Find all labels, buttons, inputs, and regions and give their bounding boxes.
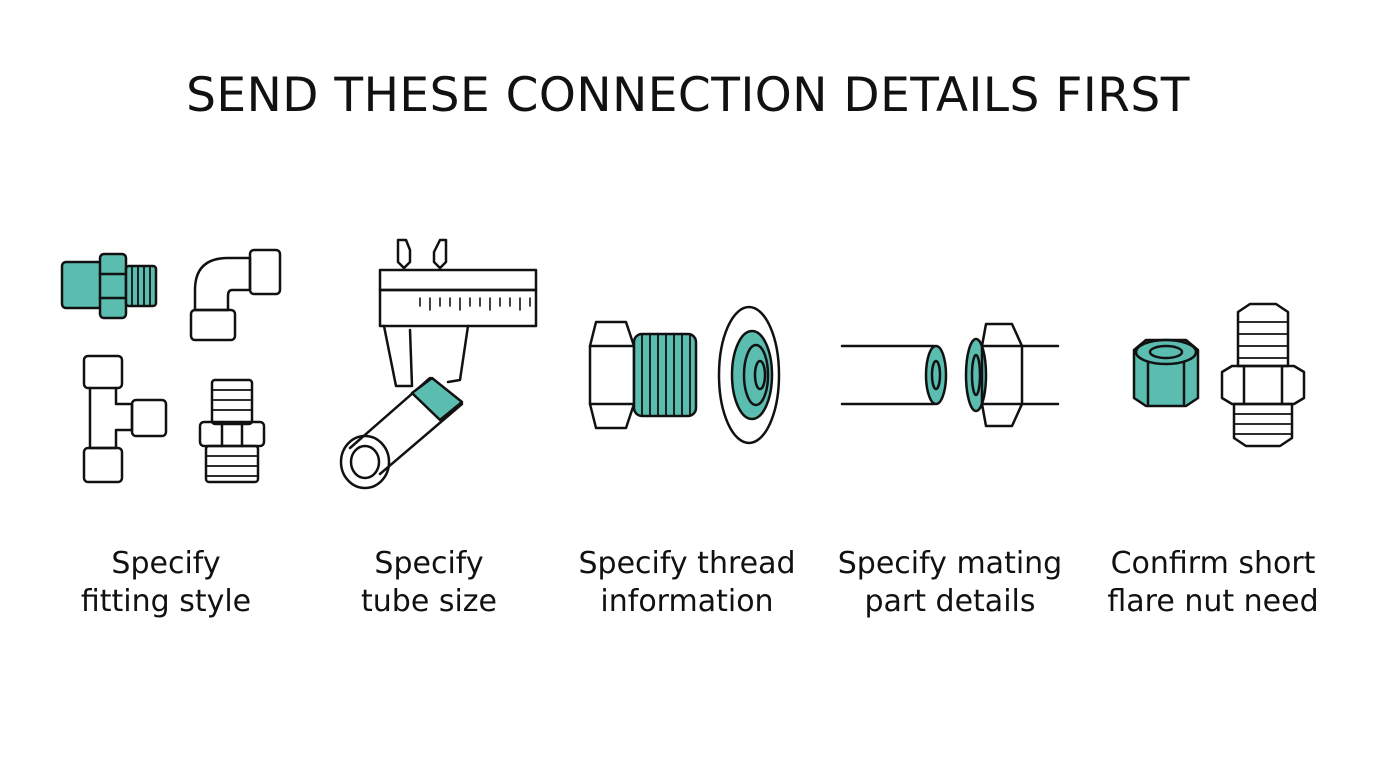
step-4-line-2: part details — [864, 584, 1036, 619]
mating-parts-icon — [840, 322, 1060, 428]
step-2-caption: Specify tube size — [294, 545, 564, 621]
step-1-caption: Specify fitting style — [31, 545, 301, 621]
step-2-line-1: Specify — [374, 546, 484, 581]
fitting-styles-icon — [60, 248, 282, 484]
step-5-caption: Confirm short flare nut need — [1078, 545, 1348, 621]
step-5-line-2: flare nut need — [1107, 584, 1319, 619]
page-title: SEND THESE CONNECTION DETAILS FIRST — [186, 68, 1190, 123]
threaded-fitting-icon — [588, 305, 781, 445]
step-5-line-1: Confirm short — [1110, 546, 1316, 581]
step-4-line-1: Specify mating — [837, 546, 1063, 581]
step-1-line-2: fitting style — [80, 584, 252, 619]
step-3-line-2: information — [600, 584, 774, 619]
caliper-tube-icon — [339, 238, 538, 490]
step-3-caption: Specify thread information — [552, 545, 822, 621]
step-4-caption: Specify mating part details — [815, 545, 1085, 621]
step-2-line-2: tube size — [361, 584, 497, 619]
step-1-line-1: Specify — [111, 546, 221, 581]
step-3-line-1: Specify thread — [578, 546, 796, 581]
flare-nut-icon — [1132, 302, 1306, 448]
